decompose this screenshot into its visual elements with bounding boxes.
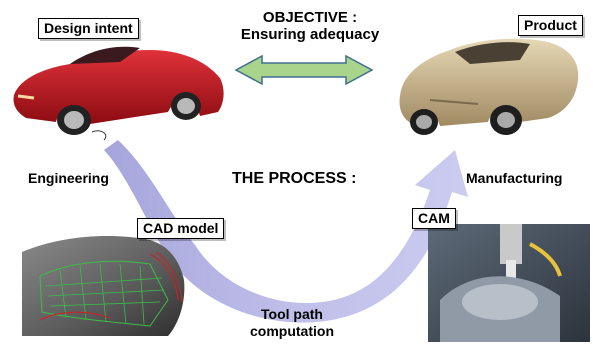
- tool-path-label: Tool path computation: [232, 306, 352, 340]
- cam-machining-image: [428, 224, 590, 342]
- process-flow-arrow-icon: [104, 140, 468, 323]
- cam-label: CAM: [412, 208, 456, 229]
- cad-model-image: [22, 236, 185, 336]
- objective-line2: Ensuring adequacy: [240, 26, 380, 43]
- tool-path-line2: computation: [250, 323, 334, 339]
- silver-car-image: [399, 38, 579, 135]
- red-car-image: [13, 46, 224, 141]
- objective-title: OBJECTIVE : Ensuring adequacy: [200, 9, 420, 43]
- double-arrow-icon: [234, 54, 374, 86]
- cad-model-label: CAD model: [137, 218, 225, 239]
- objective-line1: OBJECTIVE :: [262, 9, 358, 26]
- engineering-label: Engineering: [28, 170, 109, 186]
- manufacturing-label: Manufacturing: [466, 170, 563, 186]
- process-title: THE PROCESS :: [232, 170, 357, 187]
- tool-path-line1: Tool path: [261, 306, 323, 322]
- product-label: Product: [518, 15, 583, 36]
- design-intent-label: Design intent: [38, 18, 139, 39]
